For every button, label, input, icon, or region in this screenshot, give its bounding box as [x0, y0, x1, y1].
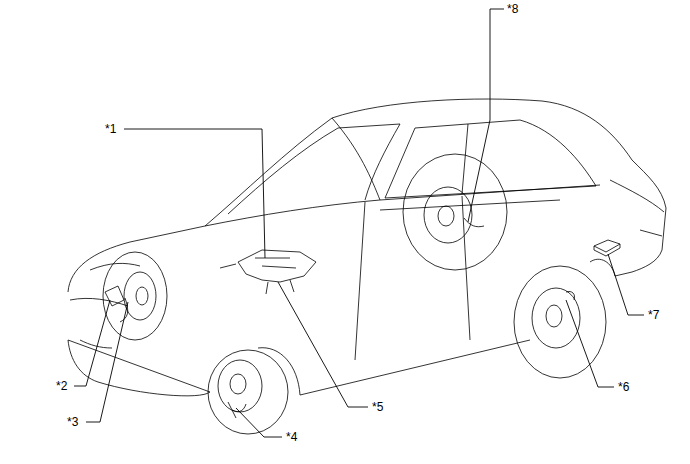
callout-number: *6 — [617, 380, 630, 394]
leader-line — [566, 300, 614, 387]
rear-far-sensor — [464, 218, 484, 227]
car-front-detail — [70, 263, 140, 348]
car-body-outline — [68, 99, 666, 396]
leader-line — [74, 300, 110, 386]
callout-number: *3 — [66, 415, 79, 429]
car-rear-detail — [610, 180, 664, 236]
car-door-line — [355, 196, 560, 360]
front-near-hub — [230, 374, 246, 394]
front-far-hub — [136, 287, 148, 305]
brake-actuator — [220, 250, 316, 294]
rear-far-disc — [424, 187, 472, 243]
callout-number: *8 — [506, 2, 519, 16]
leader-lines — [74, 9, 644, 437]
front-near-wheel — [208, 350, 288, 434]
rear-far-hub — [438, 206, 454, 226]
leader-line — [468, 9, 504, 222]
callout-number: *1 — [104, 122, 117, 136]
leader-line — [236, 408, 282, 437]
leader-line — [278, 282, 368, 407]
rear-near-sensor — [566, 291, 575, 300]
rear-far-wheel — [403, 154, 507, 270]
leader-line — [124, 129, 265, 258]
leader-line — [608, 254, 644, 315]
callout-number: *2 — [55, 379, 68, 393]
front-far-wheel — [103, 252, 167, 340]
car-side-window — [385, 120, 596, 198]
rear-near-wheel — [514, 266, 606, 378]
control-module — [594, 240, 620, 256]
rear-near-hub — [546, 305, 562, 327]
leader-line — [86, 302, 128, 422]
front-near-disc — [218, 360, 262, 412]
callout-number: *7 — [647, 308, 660, 322]
car-windshield — [228, 124, 400, 214]
front-far-disc — [124, 272, 156, 320]
callout-number: *4 — [285, 430, 298, 444]
callout-number: *5 — [371, 400, 384, 414]
